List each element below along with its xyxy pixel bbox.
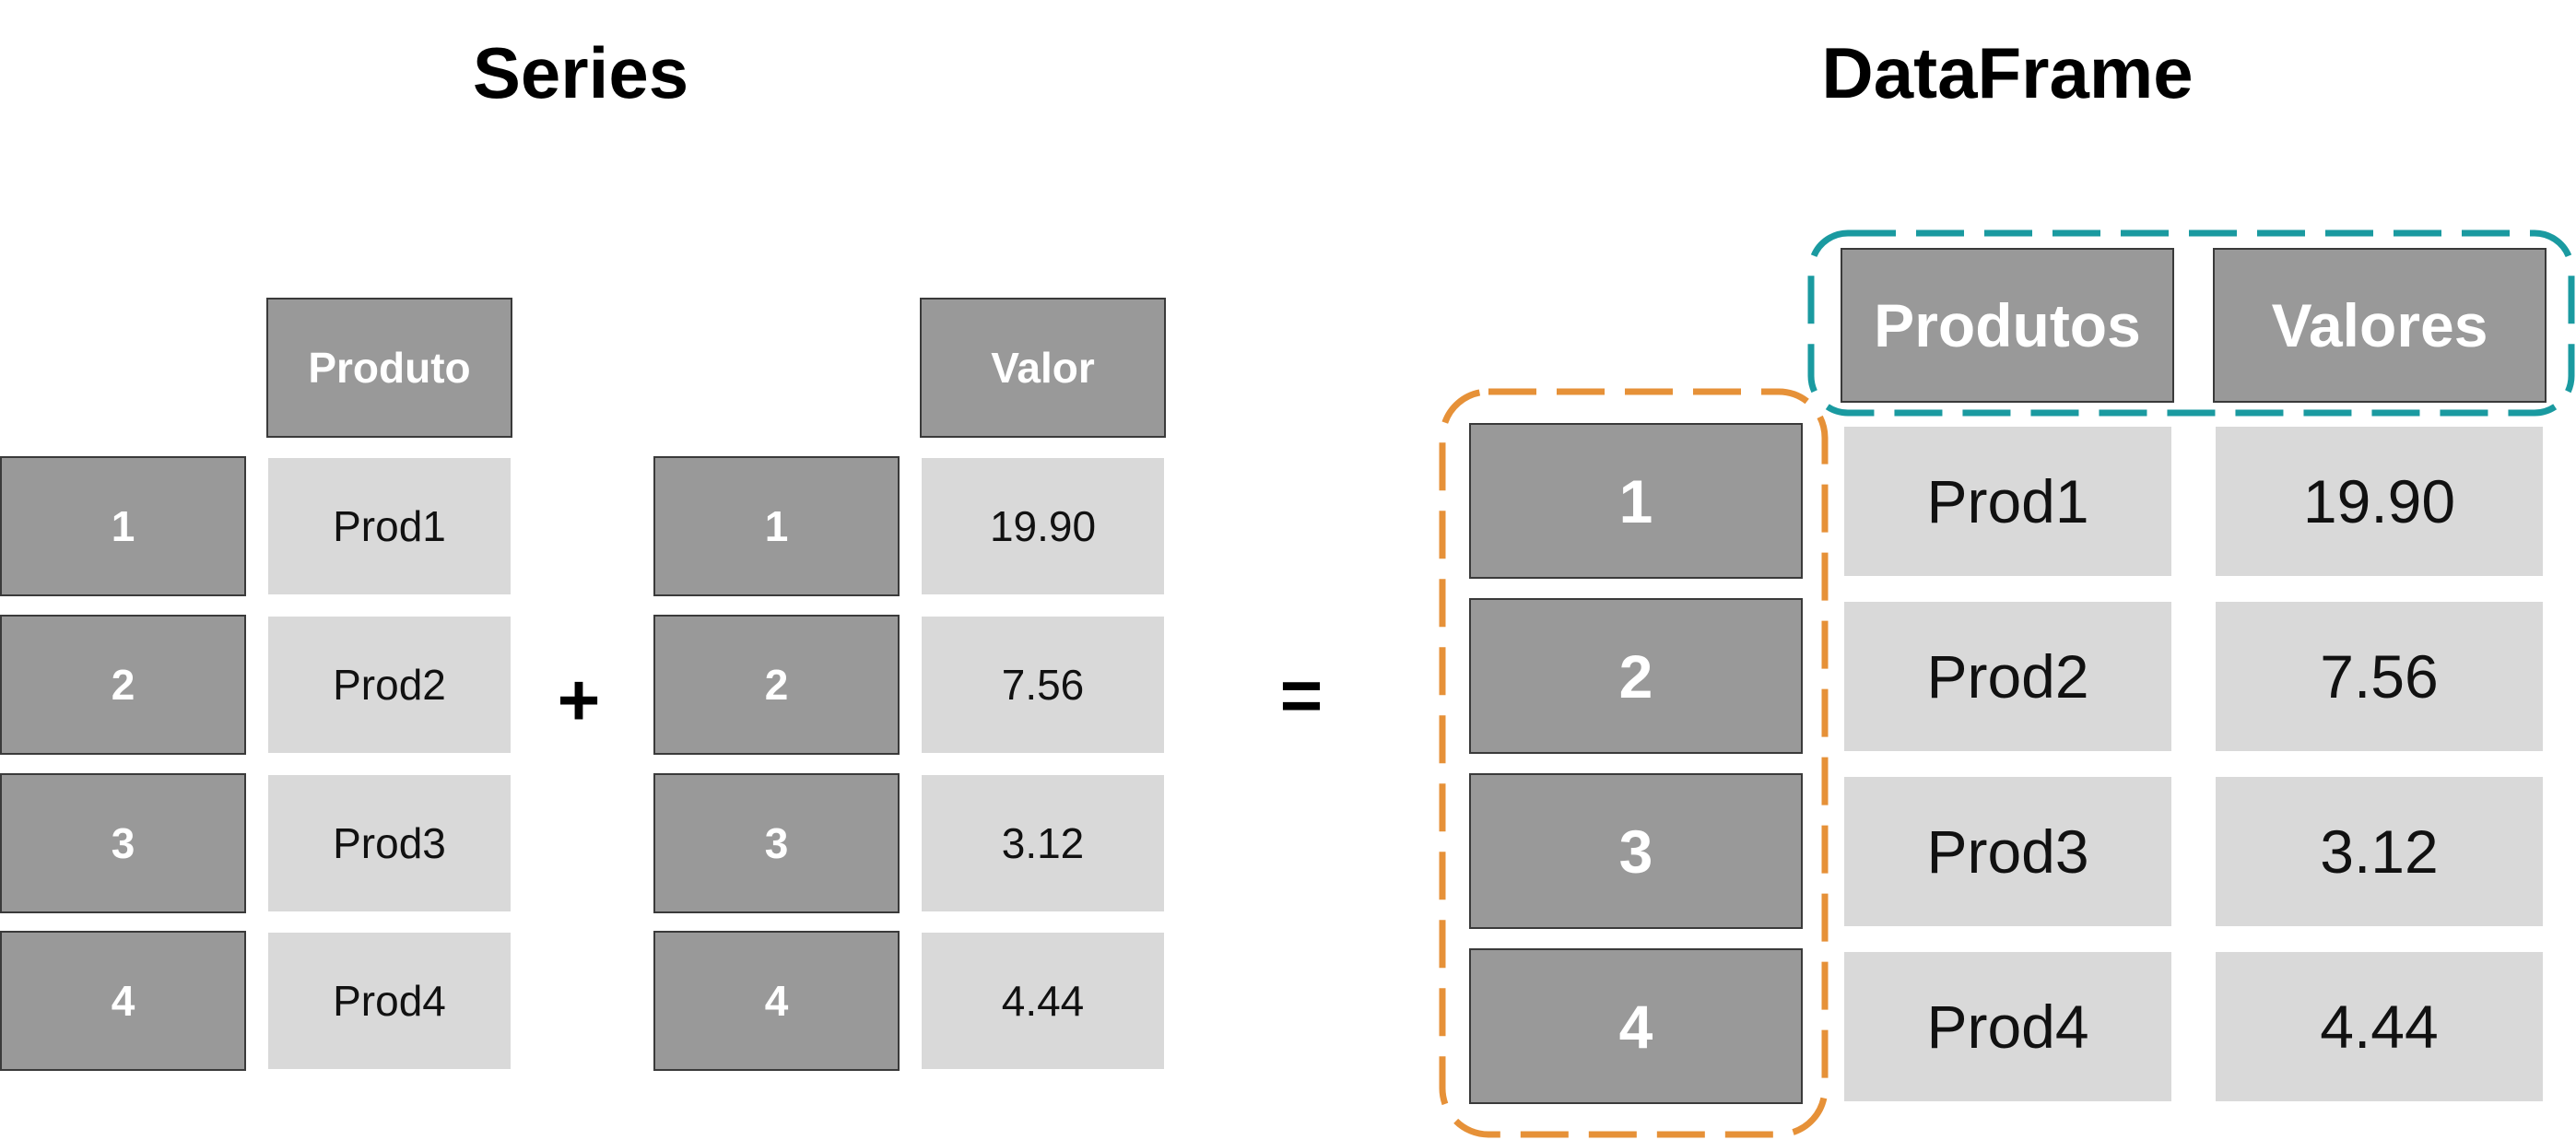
series-produto-index-cell: 4 bbox=[0, 931, 246, 1071]
dataframe-value-cell: 3.12 bbox=[2216, 777, 2543, 926]
series-produto-index-cell: 3 bbox=[0, 773, 246, 913]
series-produto-value-cell: Prod1 bbox=[268, 458, 511, 594]
series-valor-index-cell: 3 bbox=[653, 773, 900, 913]
dataframe-value-cell: Prod4 bbox=[1844, 952, 2171, 1101]
dataframe-value-cell: Prod2 bbox=[1844, 602, 2171, 751]
plus-operator: + bbox=[557, 659, 601, 741]
series-valor-header: Valor bbox=[920, 298, 1166, 438]
dataframe-index-cell: 3 bbox=[1469, 773, 1803, 929]
series-valor-value-cell: 7.56 bbox=[922, 617, 1164, 753]
series-valor-value-cell: 19.90 bbox=[922, 458, 1164, 594]
dataframe-index-cell: 4 bbox=[1469, 948, 1803, 1104]
dataframe-column-header: Valores bbox=[2213, 248, 2547, 403]
dataframe-title: DataFrame bbox=[1821, 32, 2194, 113]
series-valor-index-cell: 4 bbox=[653, 931, 900, 1071]
series-title: Series bbox=[472, 32, 689, 113]
series-produto-index-cell: 2 bbox=[0, 615, 246, 755]
equals-operator: = bbox=[1279, 654, 1323, 736]
dataframe-value-cell: 7.56 bbox=[2216, 602, 2543, 751]
series-produto-value-cell: Prod4 bbox=[268, 933, 511, 1069]
dataframe-value-cell: 4.44 bbox=[2216, 952, 2543, 1101]
series-valor-value-cell: 3.12 bbox=[922, 775, 1164, 911]
dataframe-index-cell: 1 bbox=[1469, 423, 1803, 579]
series-valor-index-cell: 2 bbox=[653, 615, 900, 755]
series-produto-value-cell: Prod3 bbox=[268, 775, 511, 911]
series-valor-value-cell: 4.44 bbox=[922, 933, 1164, 1069]
dataframe-index-cell: 2 bbox=[1469, 598, 1803, 754]
dataframe-column-header: Produtos bbox=[1841, 248, 2174, 403]
series-produto-index-cell: 1 bbox=[0, 456, 246, 596]
dataframe-value-cell: Prod1 bbox=[1844, 427, 2171, 576]
dataframe-value-cell: 19.90 bbox=[2216, 427, 2543, 576]
series-produto-value-cell: Prod2 bbox=[268, 617, 511, 753]
series-valor-index-cell: 1 bbox=[653, 456, 900, 596]
dataframe-value-cell: Prod3 bbox=[1844, 777, 2171, 926]
series-produto-header: Produto bbox=[266, 298, 512, 438]
